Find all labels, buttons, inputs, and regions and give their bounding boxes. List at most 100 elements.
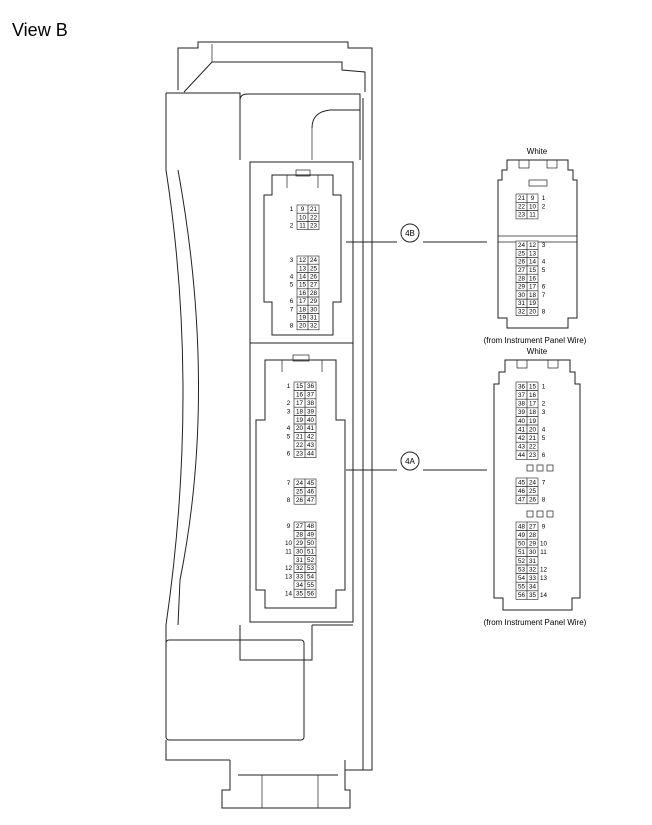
pin-number: 50 [307,540,315,547]
pin-number: 30 [529,549,537,556]
pin-number: 50 [518,541,526,548]
pin-number: 38 [307,400,315,407]
pin-number: 32 [310,323,318,330]
pin-number: 16 [529,392,537,399]
pin-number: 7 [542,479,546,486]
pin-number: 56 [307,590,315,597]
pin-number: 1 [290,206,294,213]
pin-number: 13 [529,250,537,257]
pin-number: 12 [529,242,537,249]
pin-number: 5 [287,434,291,441]
pin-number: 12 [285,565,293,572]
pin-number: 33 [296,574,304,581]
pin-number: 38 [518,401,526,408]
pin-number: 6 [287,450,291,457]
pin-number: 40 [518,418,526,425]
pin-number: 3 [542,242,546,249]
pin-number: 29 [296,540,304,547]
pin-number: 11 [285,548,292,555]
pin-number: 23 [518,212,526,219]
pin-number: 40 [307,417,315,424]
connector-4a-source: (from Instrument Panel Wire) [484,618,587,627]
pin-number: 2 [542,401,546,408]
pin-number: 33 [529,575,537,582]
pin-number: 24 [529,479,537,486]
pin-number: 21 [310,206,318,213]
pin-number: 34 [296,582,304,589]
pin-number: 18 [529,292,537,299]
pin-number: 15 [529,267,537,274]
pin-number: 18 [299,306,307,313]
pin-number: 21 [518,195,526,202]
pin-number: 22 [310,214,318,221]
pin-number: 8 [290,323,294,330]
pin-number: 2 [290,222,294,229]
pin-number: 23 [310,222,318,229]
connector-4a-housing [255,354,346,609]
pin-number: 39 [518,409,526,416]
pin-number: 44 [518,452,526,459]
pin-number: 47 [518,497,526,504]
pin-number: 25 [518,250,526,257]
pin-number: 46 [307,489,315,496]
pin-number: 44 [307,450,315,457]
pin-number: 9 [542,523,546,530]
pin-number: 55 [307,582,315,589]
pin-number: 3 [542,409,546,416]
junction-block-outline [165,41,373,809]
pin-number: 8 [542,497,546,504]
pin-number: 36 [518,383,526,390]
pin-number: 41 [518,426,526,433]
pin-number: 42 [518,435,526,442]
pin-number: 32 [518,309,526,316]
pin-number: 27 [518,267,526,274]
pin-number: 29 [310,298,318,305]
pin-number: 8 [287,497,291,504]
pin-number: 49 [518,532,526,539]
pin-number: 45 [518,479,526,486]
pin-number: 29 [529,541,537,548]
pin-number: 27 [296,523,304,530]
pin-number: 18 [296,408,304,415]
pin-number: 28 [518,275,526,282]
pin-number: 46 [518,488,526,495]
pin-number: 42 [307,434,315,441]
connector-4a-face-housing [493,359,581,611]
pin-number: 22 [529,444,537,451]
pin-number: 26 [518,259,526,266]
pin-number: 31 [310,314,318,321]
pin-number: 31 [529,558,537,565]
pin-number: 18 [529,409,537,416]
pin-number: 20 [529,309,537,316]
pin-number: 27 [310,282,318,289]
pin-number: 7 [542,292,546,299]
pin-number: 15 [299,282,307,289]
pin-number: 4 [542,259,546,266]
pin-number: 30 [310,306,318,313]
pin-number: 17 [296,400,304,407]
pin-number: 20 [299,323,307,330]
pin-number: 48 [307,523,315,530]
pin-number: 35 [296,590,304,597]
pin-number: 12 [299,257,307,264]
pin-number: 51 [307,548,315,555]
pin-number: 5 [542,267,546,274]
pin-number: 26 [296,497,304,504]
pin-number: 39 [307,408,315,415]
pin-number: 23 [529,452,537,459]
pin-number: 24 [310,257,318,264]
pin-number: 2 [287,400,291,407]
pin-number: 19 [299,314,307,321]
pin-number: 1 [542,383,546,390]
pin-number: 31 [296,557,304,564]
pin-number: 13 [540,575,548,582]
pin-number: 9 [531,195,535,202]
pin-number: 31 [518,300,526,307]
pin-number: 10 [529,203,537,210]
pin-number: 53 [307,565,315,572]
pin-number: 6 [542,452,546,459]
pin-number: 6 [542,284,546,291]
pin-number: 43 [518,444,526,451]
